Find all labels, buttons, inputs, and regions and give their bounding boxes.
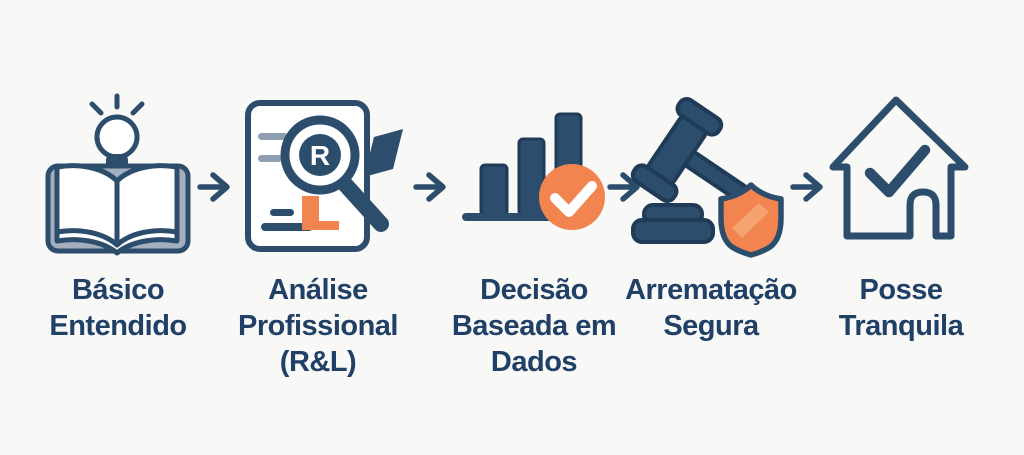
label-line: Profissional [238,310,399,342]
arrow-right-icon [607,172,640,202]
chart-baseline [462,213,568,221]
magnifier-handle [335,174,389,232]
shield-sheen [732,203,769,238]
document-chart-block [302,196,339,230]
label-line: Segura [663,310,759,342]
bar-chart-check-icon [462,112,605,230]
label-line: Análise [268,274,368,306]
label-line: Tranquila [838,310,964,342]
gavel-shield-icon [630,97,784,258]
document-text-line [258,155,282,162]
label-line: Arrematação [625,274,797,306]
label-line: Posse [859,274,943,306]
house-outline [829,96,969,240]
document-magnifier-icon: R [245,100,403,252]
gavel-head-cap [630,163,679,203]
step-label-basico-entendido: Básico Entendido [3,272,233,344]
label-line: Entendido [49,310,187,342]
lightbulb-ray-icon [130,101,145,116]
check-circle [539,164,605,230]
lightbulb-ray-icon [89,101,104,116]
lightbulb-icon [94,114,140,160]
magnifier-letter: R [310,140,330,171]
step-label-posse-tranquila: Posse Tranquila [786,272,1016,344]
step-label-arrematacao-segura: Arrematação Segura [596,272,826,344]
book-lightbulb-icon [45,93,191,256]
gavel-head-cap [675,97,724,137]
pen-nib-shape [364,129,403,177]
label-line: Dados [490,346,578,378]
label-line: Baseada em [451,310,617,342]
gavel-block-lower [631,218,715,244]
document-text-line [261,223,313,231]
label-line: Básico [71,274,165,306]
bar [479,163,509,217]
label-line: Decisão [480,274,588,306]
document-text-line [270,209,294,216]
house-check-icon [829,96,969,240]
arrow-right-icon [413,172,446,202]
check-icon [550,181,597,217]
label-line: (R&L) [279,346,357,378]
arrow-right-icon [197,172,230,202]
magnifier-lens-inner [299,134,341,176]
document-text-line [258,133,288,140]
step-label-analise-profissional: Análise Profissional (R&L) [203,272,433,380]
step-label-decisao-dados: Decisão Baseada em Dados [419,272,649,380]
arrow-right-icon [790,172,823,202]
check-icon [864,144,931,198]
